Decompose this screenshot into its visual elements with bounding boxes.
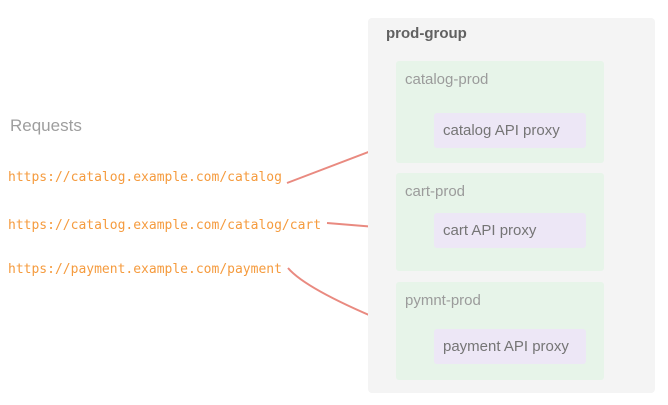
environment-box-pymnt-prod: pymnt-prod payment API proxy [396,282,604,380]
environment-label: cart-prod [405,183,466,200]
proxy-box-cart: cart API proxy [434,213,586,248]
proxy-label: payment API proxy [443,338,569,355]
request-url-catalog: https://catalog.example.com/catalog [8,170,282,185]
proxy-label: catalog API proxy [443,122,560,139]
request-url-catalog-cart: https://catalog.example.com/catalog/cart [8,218,322,233]
environment-box-catalog-prod: catalog-prod catalog API proxy [396,61,604,163]
prod-group-container: prod-group catalog-prod catalog API prox… [368,18,655,393]
environment-label: catalog-prod [405,71,489,88]
environment-label: pymnt-prod [405,292,481,309]
proxy-box-payment: payment API proxy [434,329,586,364]
proxy-box-catalog: catalog API proxy [434,113,586,148]
environment-box-cart-prod: cart-prod cart API proxy [396,173,604,271]
requests-heading: Requests [10,116,82,135]
prod-group-title: prod-group [386,25,467,42]
proxy-label: cart API proxy [443,222,537,239]
request-url-payment: https://payment.example.com/payment [8,262,282,277]
